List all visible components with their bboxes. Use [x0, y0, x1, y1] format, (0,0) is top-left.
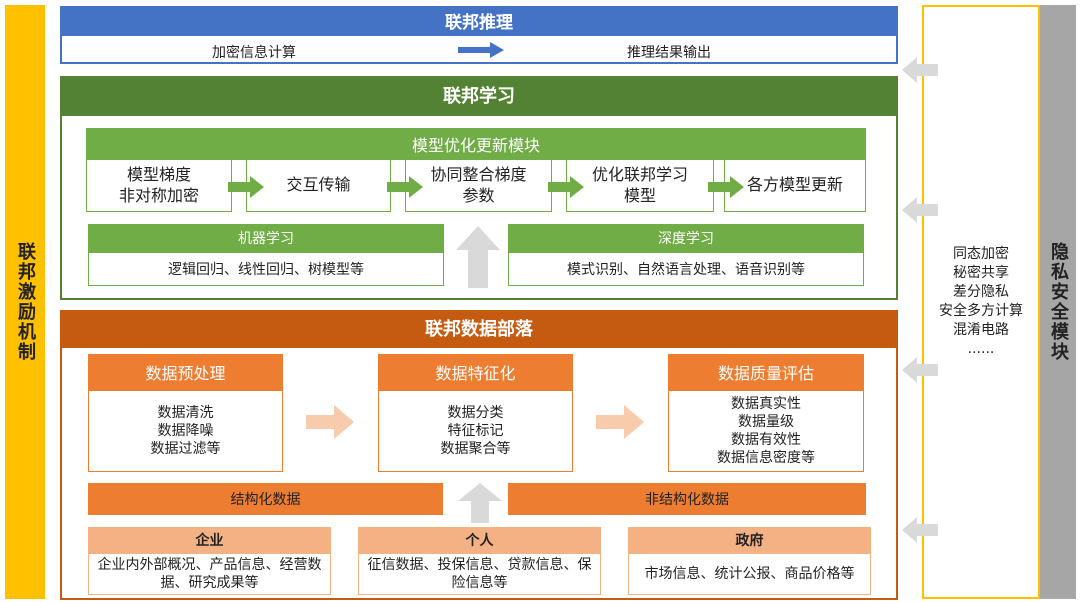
process-arrow-icon — [306, 405, 354, 439]
step-interactive-transfer: 交互传输 — [246, 160, 391, 212]
privacy-item: 差分隐私 — [953, 284, 1009, 301]
quality-assessment-items: 数据真实性 数据量级 数据有效性 数据信息密度等 — [668, 390, 864, 472]
featurization-title: 数据特征化 — [378, 354, 573, 390]
step-arrow-icon — [548, 176, 584, 198]
step-gradient-encryption: 模型梯度 非对称加密 — [86, 160, 232, 212]
privacy-methods-box: 同态加密 秘密共享 差分隐私 安全多方计算 混淆电路 ...... — [922, 5, 1040, 599]
privacy-arrow-tribe-icon — [902, 357, 938, 383]
step-aggregate-gradients: 协同整合梯度 参数 — [405, 160, 552, 212]
federated-inference-title: 联邦推理 — [60, 6, 898, 34]
privacy-item: 混淆电路 — [953, 321, 1009, 338]
inference-output-label: 推理结果输出 — [627, 45, 711, 61]
source-government-body: 市场信息、统计公报、商品价格等 — [628, 553, 871, 595]
unstructured-data-bar: 非结构化数据 — [508, 483, 866, 515]
featurization-items: 数据分类 特征标记 数据聚合等 — [378, 390, 573, 472]
step-arrow-icon — [228, 176, 264, 198]
model-update-module-title: 模型优化更新模块 — [86, 128, 866, 160]
privacy-arrow-inference-icon — [902, 57, 938, 83]
quality-assessment-title: 数据质量评估 — [668, 354, 864, 390]
step-update-models: 各方模型更新 — [724, 160, 866, 212]
encrypted-computation-label: 加密信息计算 — [212, 45, 296, 61]
preprocessing-title: 数据预处理 — [88, 354, 283, 390]
right-arrow-icon — [458, 42, 504, 58]
privacy-item: 秘密共享 — [953, 265, 1009, 282]
step-arrow-icon — [708, 176, 744, 198]
federated-inference-body: 加密信息计算 推理结果输出 — [60, 34, 898, 64]
up-arrow-tribe-icon — [458, 483, 502, 523]
privacy-arrow-learning-icon — [902, 197, 938, 223]
structured-data-bar: 结构化数据 — [88, 483, 443, 515]
preprocessing-items: 数据清洗 数据降噪 数据过滤等 — [88, 390, 283, 472]
source-enterprise-title: 企业 — [88, 527, 331, 553]
process-arrow-icon — [596, 405, 644, 439]
up-arrow-learning-icon — [456, 226, 500, 288]
source-government-title: 政府 — [628, 527, 871, 553]
step-optimize-model: 优化联邦学习 模型 — [566, 160, 714, 212]
federated-learning-title: 联邦学习 — [60, 76, 898, 114]
privacy-item: 同态加密 — [953, 246, 1009, 263]
deep-learning-title: 深度学习 — [508, 224, 864, 252]
privacy-arrow-sources-icon — [902, 517, 938, 543]
deep-learning-methods: 模式识别、自然语言处理、语音识别等 — [508, 252, 864, 286]
privacy-methods-list: 同态加密 秘密共享 差分隐私 安全多方计算 混淆电路 ...... — [939, 245, 1023, 358]
machine-learning-methods: 逻辑回归、线性回归、树模型等 — [88, 252, 444, 286]
machine-learning-title: 机器学习 — [88, 224, 444, 252]
data-tribe-title: 联邦数据部落 — [60, 310, 898, 346]
privacy-item: 安全多方计算 — [939, 303, 1023, 319]
source-enterprise-body: 企业内外部概况、产品信息、经营数据、研究成果等 — [88, 553, 331, 595]
privacy-item: ...... — [967, 340, 995, 357]
privacy-security-module-bar: 隐私安全模块 — [1040, 5, 1076, 599]
step-arrow-icon — [387, 176, 423, 198]
incentive-mechanism-bar: 联邦激励机制 — [5, 5, 45, 599]
source-individual-title: 个人 — [358, 527, 601, 553]
source-individual-body: 征信数据、投保信息、贷款信息、保险信息等 — [358, 553, 601, 595]
